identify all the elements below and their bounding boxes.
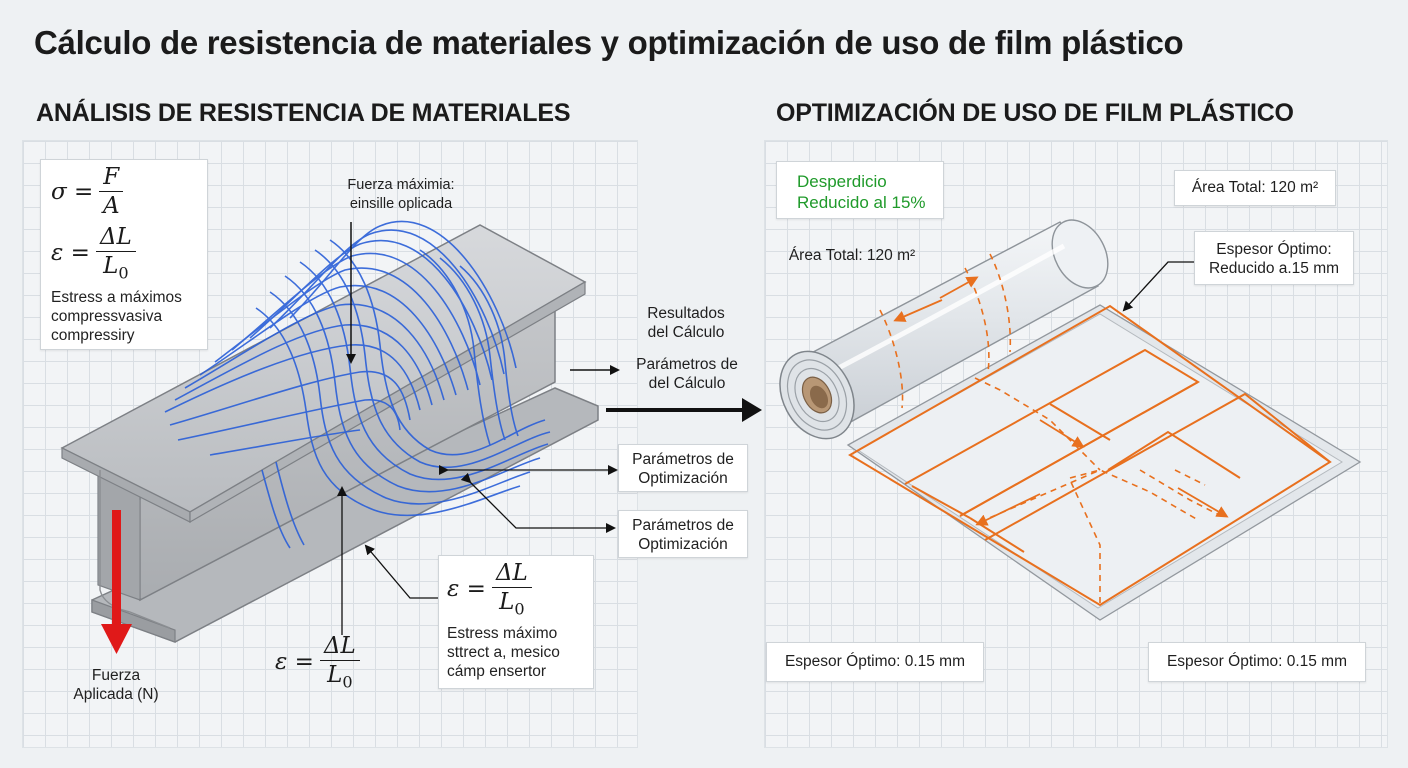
max-force-label: Fuerza máximia: einsille oplicada (347, 177, 455, 212)
cut-layout (848, 304, 1332, 607)
optimal-thickness-box-right: Espesor Óptimo: 0.15 mm (1148, 642, 1366, 682)
strain-denominator: L0 (103, 253, 129, 283)
sigma-denominator: A (102, 193, 120, 219)
formula-note-3: compressiry (51, 327, 135, 344)
waste-reduction-box: Desperdicio Reducido al 15% (776, 161, 944, 219)
total-area-label: Área Total: 120 m² (788, 247, 916, 264)
strain-numerator: ΔL (95, 224, 136, 252)
sigma-numerator: F (99, 164, 124, 192)
optimization-params-box-1: Parámetros de Optimización (618, 444, 748, 492)
formula-note-2: compressvasiva (51, 308, 163, 325)
sigma-lhs: σ = (51, 178, 94, 205)
optimal-thickness-box-top: Espesor Óptimo: Reducido a.15 mm (1194, 231, 1354, 285)
calc-params-label: Parámetros de del Cálculo (636, 356, 738, 392)
left-section-heading: ANÁLISIS DE RESISTENCIA DE MATERIALES (36, 99, 571, 127)
results-label: Resultados del Cálculo (647, 305, 725, 341)
optimal-thickness-box-left: Espesor Óptimo: 0.15 mm (766, 642, 984, 682)
strain-lhs: ε = (51, 240, 90, 267)
stress-note-3: cámp ensertor (447, 663, 547, 680)
stress-note-1: Estress máximo (447, 625, 558, 642)
formula-note-1: Estress a máximos (51, 289, 182, 306)
right-section-heading: OPTIMIZACIÓN DE USO DE FILM PLÁSTICO (776, 99, 1294, 127)
applied-force-label: Fuerza Aplicada (N) (73, 667, 159, 703)
film-roll (779, 219, 1109, 440)
applied-force-arrow (101, 510, 132, 654)
page-title: Cálculo de resistencia de materiales y o… (34, 24, 1184, 61)
optimization-params-box-2: Parámetros de Optimización (618, 510, 748, 558)
stress-note-2: sttrect a, mesico (447, 644, 560, 661)
total-area-box: Área Total: 120 m² (1174, 170, 1336, 206)
